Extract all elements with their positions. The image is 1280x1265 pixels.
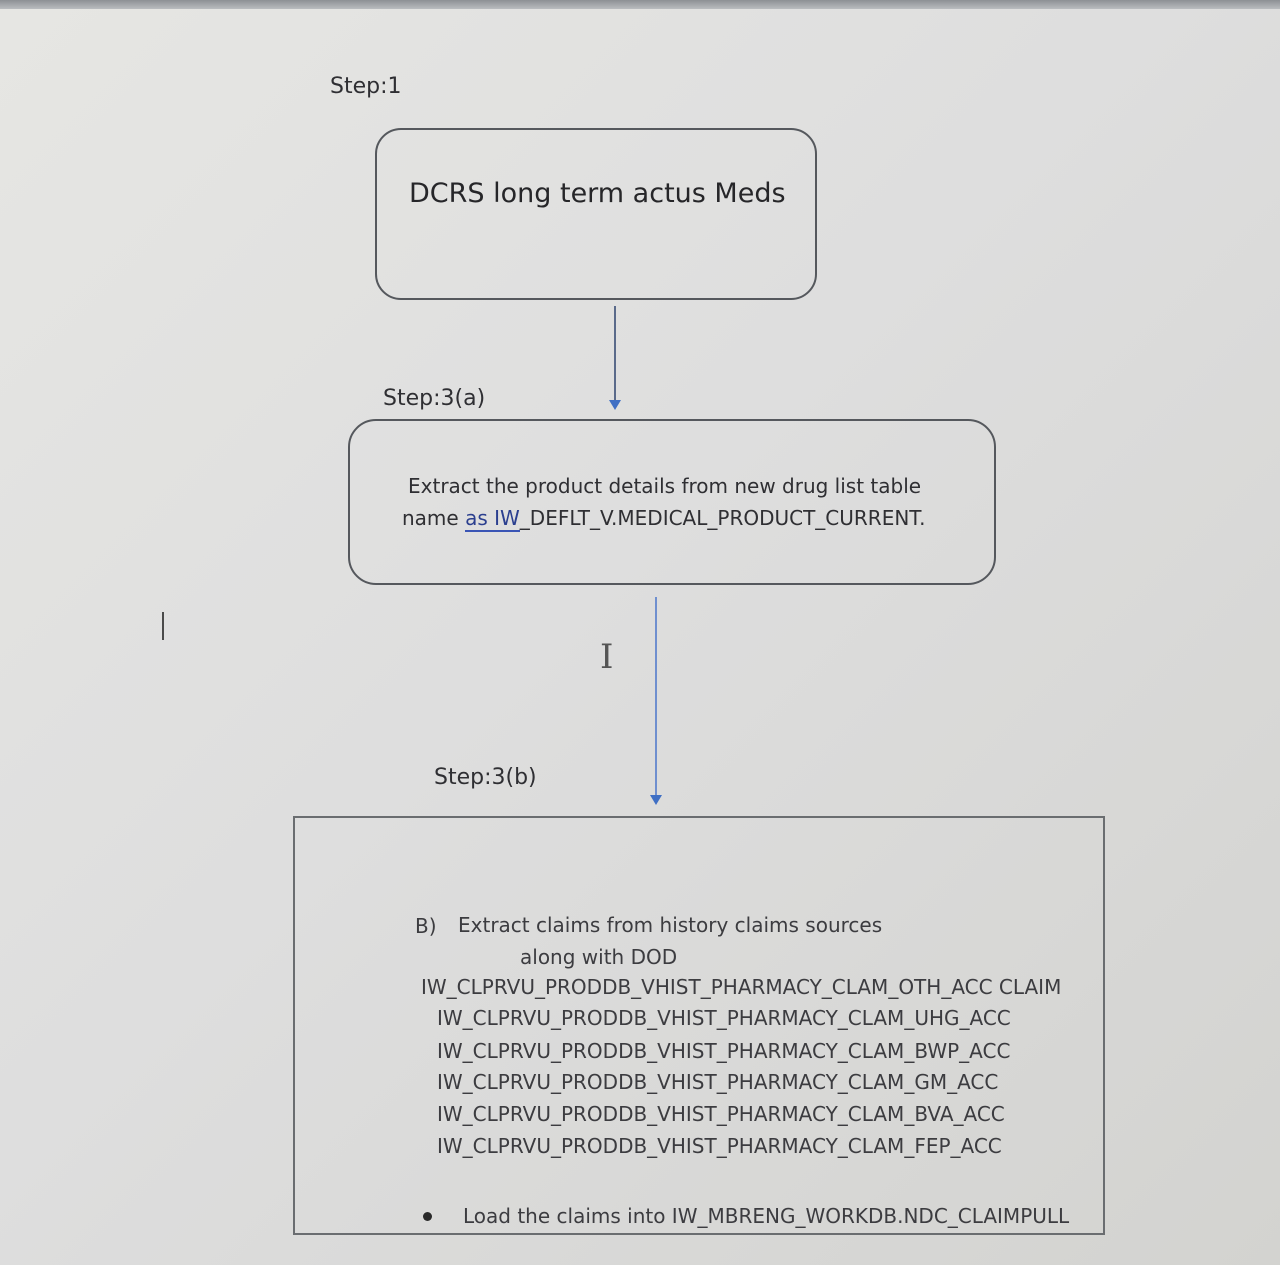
table-name: IW_CLPRVU_PRODDB_VHIST_PHARMACY_CLAM_UHG… (437, 1006, 1011, 1030)
arrow-step3a-to-step3b (650, 597, 662, 805)
window-top-bar (0, 0, 1280, 9)
text-cursor (162, 612, 164, 640)
step3a-line2-post: _DEFLT_V.MEDICAL_PRODUCT_CURRENT. (519, 506, 926, 530)
arrow-step1-to-step3a (609, 306, 621, 410)
ibeam-cursor-icon: I (600, 637, 614, 677)
step3a-label: Step:3(a) (383, 386, 486, 411)
step3b-label: Step:3(b) (434, 765, 537, 790)
step3b-bullet-text: Load the claims into IW_MBRENG_WORKDB.ND… (463, 1204, 1070, 1228)
step3b-box[interactable] (293, 816, 1105, 1235)
table-name: IW_CLPRVU_PRODDB_VHIST_PHARMACY_CLAM_FEP… (437, 1134, 1002, 1158)
step3a-line2-link[interactable]: as IW (465, 506, 520, 532)
step1-box-text: DCRS long term actus Meds (409, 178, 786, 209)
table-name: IW_CLPRVU_PRODDB_VHIST_PHARMACY_CLAM_BWP… (437, 1039, 1011, 1063)
table-name: IW_CLPRVU_PRODDB_VHIST_PHARMACY_CLAM_BVA… (437, 1102, 1005, 1126)
table-name: IW_CLPRVU_PRODDB_VHIST_PHARMACY_CLAM_GM_… (437, 1070, 999, 1094)
table-name: IW_CLPRVU_PRODDB_VHIST_PHARMACY_CLAM_OTH… (421, 975, 1062, 999)
step3a-line2-pre: name (402, 506, 466, 530)
step1-box[interactable]: DCRS long term actus Meds (375, 128, 817, 300)
document-page[interactable] (0, 9, 1280, 1265)
step3b-item-text: Extract claims from history claims sourc… (458, 913, 883, 937)
step3a-line1: Extract the product details from new dru… (408, 474, 922, 498)
bullet-icon (423, 1212, 432, 1221)
step1-label: Step:1 (330, 74, 402, 99)
step3b-item-text2: along with DOD (520, 945, 678, 969)
step3b-item-marker: B) (415, 914, 437, 938)
step3a-line2: name as IW_DEFLT_V.MEDICAL_PRODUCT_CURRE… (402, 506, 926, 532)
step3a-box[interactable] (348, 419, 996, 585)
